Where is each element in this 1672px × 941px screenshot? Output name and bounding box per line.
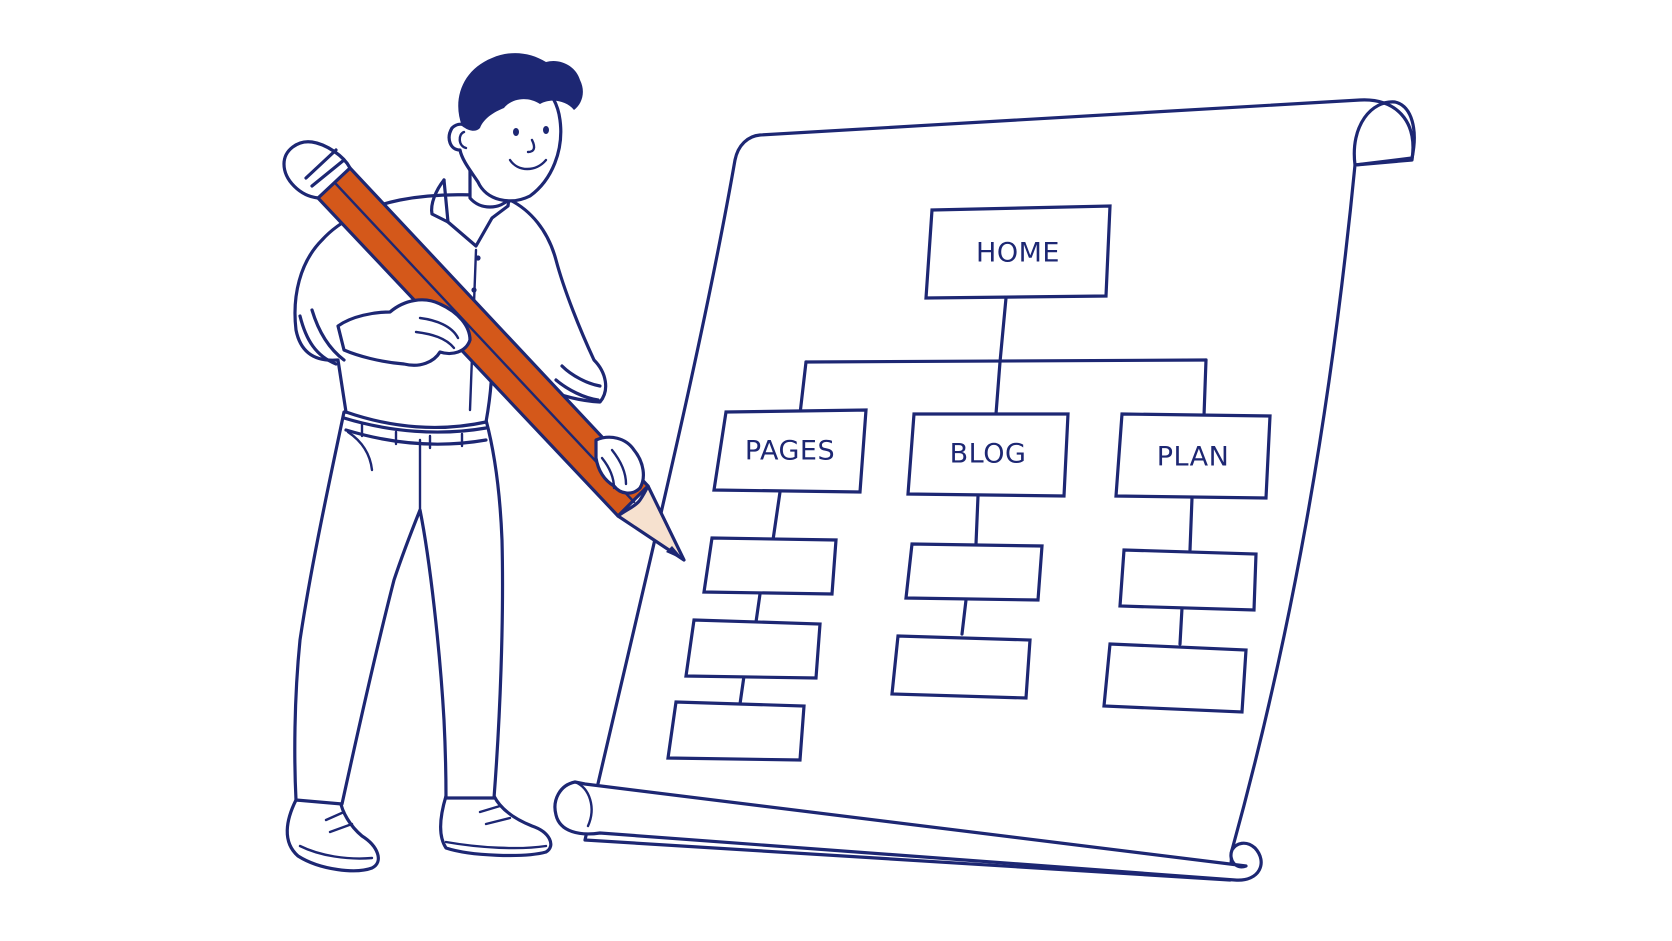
hands xyxy=(336,298,645,495)
pants-pocket xyxy=(346,430,374,472)
right-shoe xyxy=(439,794,553,858)
smile xyxy=(508,158,548,171)
pencil-facet xyxy=(334,182,636,504)
sitemap-subpage xyxy=(666,700,806,762)
right-sleeve-cuff-lower xyxy=(554,378,600,402)
eye-right xyxy=(543,126,549,134)
upper-hand-fingers xyxy=(414,316,460,350)
ear xyxy=(458,130,468,150)
pencil-wood-tip xyxy=(616,484,686,562)
shirt-collar xyxy=(442,178,512,248)
upper-hand xyxy=(336,298,472,367)
sitemap-subpage xyxy=(904,542,1044,602)
left-shoe-laces xyxy=(298,810,374,860)
sitemap-subpage xyxy=(1102,642,1248,714)
paper-top-curl xyxy=(1352,100,1416,167)
right-sleeve-cuff xyxy=(560,364,602,388)
node-label-blog: BLOG xyxy=(950,439,1027,470)
collar-left xyxy=(430,178,450,224)
left-shoe xyxy=(285,798,380,873)
sitemap-node-pages: PAGES xyxy=(712,408,868,494)
lower-hand-fingers xyxy=(600,448,628,490)
left-sleeve-cuff xyxy=(310,308,346,362)
pencil-graphite xyxy=(666,546,684,560)
sitemap-subpage xyxy=(1118,548,1258,612)
sitemap-node-blog: BLOG xyxy=(906,412,1070,498)
paper-bottom-roll xyxy=(553,780,1263,882)
sitemap-connectors xyxy=(738,296,1208,706)
sitemap-node-plan: PLAN xyxy=(1114,412,1272,500)
node-label-home: HOME xyxy=(976,238,1060,269)
right-shoe-laces xyxy=(444,804,548,850)
pencil-icon xyxy=(282,140,686,562)
node-label-pages: PAGES xyxy=(745,436,835,467)
hair xyxy=(458,53,583,131)
pencil-ferrule-bands xyxy=(304,148,346,188)
sitemap-subpage xyxy=(684,618,822,680)
eye-left xyxy=(513,128,519,136)
pants xyxy=(293,410,505,806)
sitemap-subpage xyxy=(890,634,1032,700)
belt xyxy=(342,416,488,434)
left-sleeve-cuff-lower xyxy=(298,314,338,366)
sitemap-node-home: HOME xyxy=(924,204,1112,300)
lower-hand xyxy=(594,435,645,495)
nose xyxy=(526,138,536,154)
sitemap-subpage xyxy=(702,536,838,596)
node-label-plan: PLAN xyxy=(1157,442,1230,473)
belt-loops xyxy=(360,422,464,450)
paper-roll-edge xyxy=(573,780,593,828)
